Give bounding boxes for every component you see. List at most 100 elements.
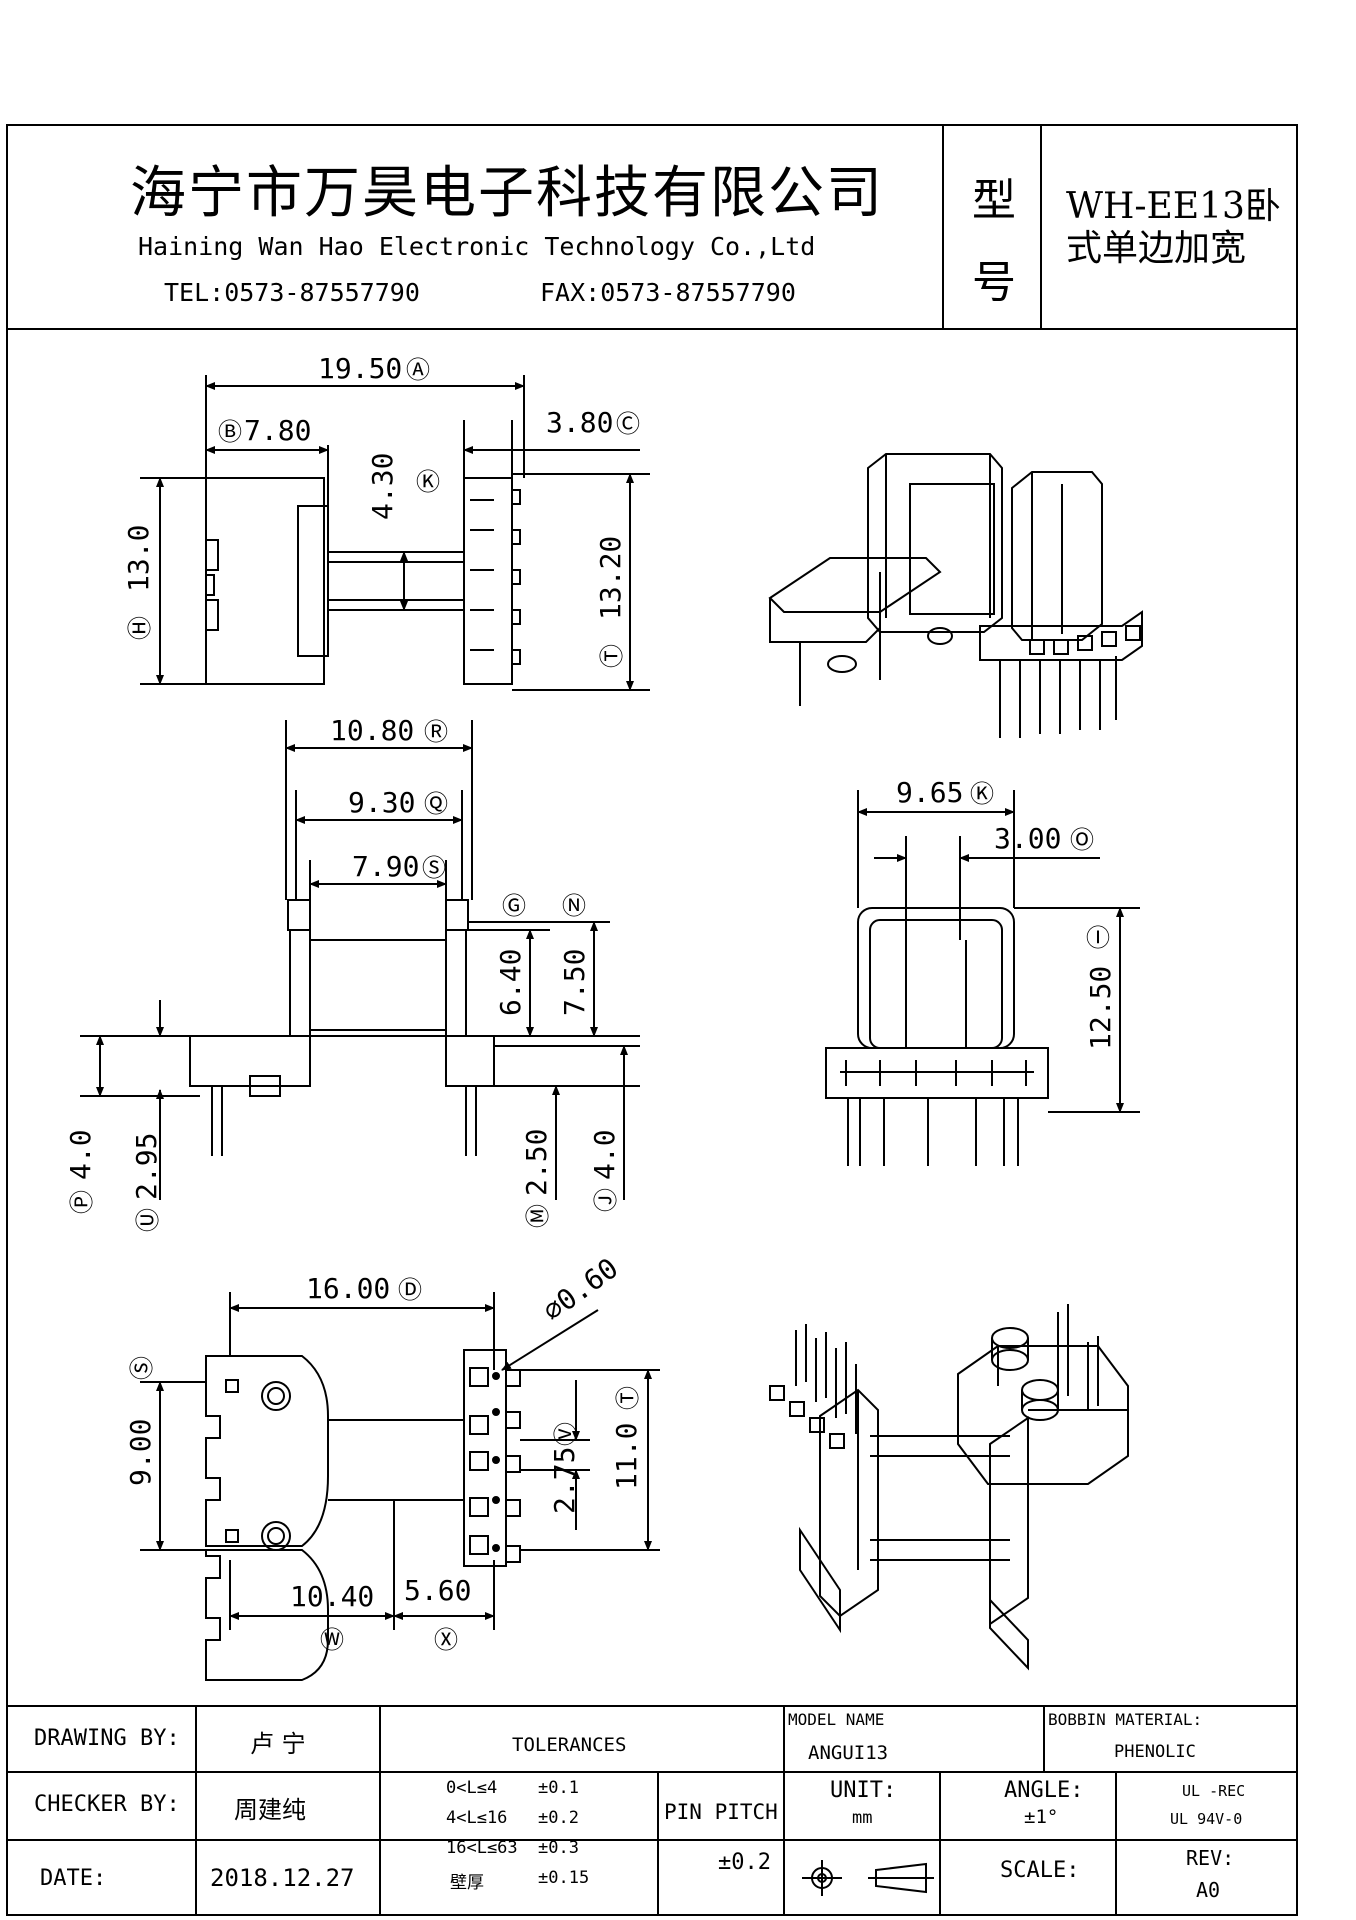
tolerance-value-2: ±0.2 <box>538 1808 579 1828</box>
date-label: DATE: <box>40 1866 107 1891</box>
dim-dia-value: ⌀0.60 <box>537 1251 625 1327</box>
angle-label: ANGLE: <box>1004 1778 1084 1803</box>
dim-p-value: 4.0 <box>64 1129 97 1180</box>
dim-m-tag: Ⓜ <box>524 1204 552 1228</box>
model-line-2: 式单边加宽 <box>1066 228 1247 269</box>
dim-u-value: 2.95 <box>130 1133 163 1200</box>
tolerance-range-3: 16<L≤63 <box>446 1838 518 1858</box>
pin-pitch-value: ±0.2 <box>718 1850 771 1875</box>
header-col-divider-1 <box>942 124 944 328</box>
dim-k1-tag: Ⓚ <box>416 468 440 496</box>
dim-s2-tag: Ⓢ <box>128 1356 156 1380</box>
front-view-bobbin <box>857 907 1015 1049</box>
fax: FAX:0573-87557790 <box>540 278 796 307</box>
bottom-view <box>140 1292 660 1681</box>
dim-k2-value: 9.65 <box>896 776 963 809</box>
front-view-base <box>825 1047 1049 1099</box>
tolerance-range-4: 壁厚 <box>450 1873 484 1893</box>
unit-value: mm <box>852 1808 873 1828</box>
type-label-2: 号 <box>972 257 1016 308</box>
dim-p-tag: Ⓟ <box>68 1190 96 1214</box>
telephone: TEL:0573-87557790 <box>164 278 420 307</box>
rev-label: REV: <box>1186 1846 1235 1870</box>
dim-d-value: 16.00 <box>306 1272 390 1305</box>
drawing-frame <box>6 124 1298 1916</box>
rev-value: A0 <box>1196 1878 1221 1902</box>
header-col-divider-2 <box>1040 124 1042 328</box>
dim-x-tag: Ⓧ <box>434 1626 458 1654</box>
dim-b-value: 7.80 <box>244 414 311 447</box>
top-view <box>140 375 650 691</box>
dim-t2-tag: Ⓣ <box>614 1386 642 1410</box>
dimension-labels: 19.50 Ⓐ Ⓑ 7.80 3.80 Ⓒ 4.30 Ⓚ 13.0 Ⓗ 13.2… <box>64 352 1117 1654</box>
dim-i-value: 12.50 <box>1084 966 1117 1050</box>
dim-t1-value: 13.20 <box>594 536 627 620</box>
dim-t1-tag: Ⓣ <box>598 644 626 668</box>
dim-i-tag: Ⓘ <box>1086 924 1110 952</box>
header-divider <box>6 328 1298 330</box>
side-view <box>80 720 640 1200</box>
model-name-value: ANGUI13 <box>808 1742 889 1764</box>
company-name-cn: 海宁市万昊电子科技有限公司 <box>130 161 884 226</box>
scale-label: SCALE: <box>1000 1858 1080 1883</box>
dim-r-tag: Ⓡ <box>424 718 448 746</box>
tolerance-value-4: ±0.15 <box>538 1868 590 1888</box>
model-name-label: MODEL NAME <box>788 1710 885 1729</box>
dim-h-tag: Ⓗ <box>126 616 154 640</box>
tolerance-value-1: ±0.1 <box>538 1778 579 1798</box>
dim-a-value: 19.50 <box>318 352 402 385</box>
side-view-right-base <box>445 1035 495 1087</box>
dim-o-value: 3.00 <box>994 822 1061 855</box>
dim-b-tag: Ⓑ <box>218 418 242 446</box>
isometric-view-bottom <box>769 1304 1129 1671</box>
dim-s1-value: 7.90 <box>352 850 419 883</box>
top-view-left-flange <box>205 477 325 685</box>
dim-o-tag: Ⓞ <box>1070 826 1094 854</box>
front-view <box>825 790 1140 1166</box>
angle-value: ±1° <box>1024 1806 1059 1828</box>
checker-by-value: 周建纯 <box>234 1796 306 1824</box>
dim-w-value: 10.40 <box>290 1580 374 1613</box>
model-number: WH-EE13卧 式单边加宽 <box>1066 186 1286 270</box>
bobbin-material-value: PHENOLIC <box>1114 1742 1196 1762</box>
dim-s2-value: 9.00 <box>124 1419 157 1486</box>
dim-q-tag: Ⓠ <box>424 790 448 818</box>
dim-q-value: 9.30 <box>348 786 415 819</box>
type-label-1: 型 <box>972 175 1016 226</box>
drawing-by-label: DRAWING BY: <box>34 1726 180 1751</box>
dim-v-value: 2.75 <box>548 1447 581 1514</box>
dim-h-value: 13.0 <box>122 525 155 592</box>
bottom-view-pin-flange <box>463 1349 507 1567</box>
company-name-en: Haining Wan Hao Electronic Technology Co… <box>138 232 816 261</box>
dim-r-value: 10.80 <box>330 714 414 747</box>
bottom-view-lower-flange <box>205 1549 329 1681</box>
pin-pitch-label: PIN PITCH <box>664 1800 778 1824</box>
unit-label: UNIT: <box>830 1778 897 1803</box>
dim-x-value: 5.60 <box>404 1574 471 1607</box>
dim-t2-value: 11.0 <box>610 1423 643 1490</box>
dim-d-tag: Ⓓ <box>398 1276 422 1304</box>
tolerance-range-1: 0<L≤4 <box>446 1778 498 1798</box>
dim-s1-tag: Ⓢ <box>422 854 446 882</box>
tolerances-label: TOLERANCES <box>512 1734 627 1756</box>
bottom-view-upper-flange <box>205 1355 329 1547</box>
dim-leader-dia <box>501 1309 599 1371</box>
dim-u-tag: Ⓤ <box>134 1208 162 1232</box>
dim-j-value: 4.0 <box>588 1129 621 1180</box>
top-view-core-tube <box>327 551 465 611</box>
model-line-1: WH-EE13卧 <box>1066 186 1281 227</box>
ul-rec: UL -REC <box>1182 1782 1246 1800</box>
dim-m-value: 2.50 <box>520 1129 553 1196</box>
tolerance-value-3: ±0.3 <box>538 1838 579 1858</box>
bobbin-material-label: BOBBIN MATERIAL: <box>1048 1710 1203 1729</box>
dim-n-value: 7.50 <box>558 949 591 1016</box>
dim-j-tag: Ⓙ <box>592 1188 620 1212</box>
dim-g-value: 6.40 <box>494 949 527 1016</box>
drawing-by-value: 卢 宁 <box>250 1730 306 1758</box>
dim-n-tag: Ⓝ <box>562 892 586 920</box>
tolerance-range-2: 4<L≤16 <box>446 1808 508 1828</box>
top-view-pin-flange <box>463 477 513 685</box>
dim-w-tag: Ⓦ <box>320 1626 344 1654</box>
dim-k2-tag: Ⓚ <box>970 780 994 808</box>
dim-g-tag: Ⓖ <box>502 892 526 920</box>
